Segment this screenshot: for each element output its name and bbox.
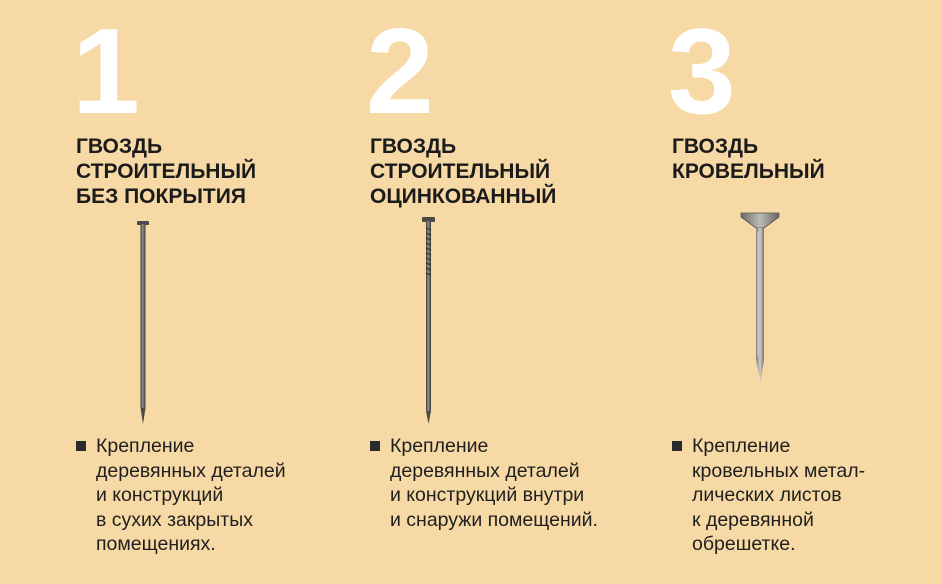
card-number: 3 [668,3,736,139]
plain-nail-icon [137,221,149,424]
heading-line: СТРОИТЕЛЬНЫЙ [76,160,257,183]
heading-line: ОЦИНКОВАННЫЙ [370,185,557,208]
heading-line: ГВОЗДЬ [76,135,163,158]
description-line: к деревянной [692,508,814,531]
nail-card-roofing: 3 ГВОЗДЬ КРОВЕЛЬНЫЙ Крепление [668,0,937,584]
description-line: лических листов [692,484,842,506]
bullet-icon [672,441,682,451]
roofing-nail-icon [740,212,780,382]
nail-card-galvanized: 2 ГВОЗДЬ СТРОИТЕЛЬНЫЙ ОЦИНКОВАННЫЙ [366,0,660,584]
card-heading: ГВОЗДЬ СТРОИТЕЛЬНЫЙ БЕЗ ПОКРЫТИЯ [76,134,256,209]
description-line: обрешетке. [692,533,796,555]
heading-line: СТРОИТЕЛЬНЫЙ [370,160,551,183]
description-line: и конструкций [96,484,224,506]
heading-line: БЕЗ ПОКРЫТИЯ [76,185,246,208]
description-line: Крепление [96,435,195,457]
nail-card-plain: 1 ГВОЗДЬ СТРОИТЕЛЬНЫЙ БЕЗ ПОКРЫТИЯ Крепл… [72,0,346,584]
heading-line: ГВОЗДЬ [370,135,457,158]
description-line: Крепление [692,435,791,457]
bullet-icon [76,441,86,451]
card-heading: ГВОЗДЬ СТРОИТЕЛЬНЫЙ ОЦИНКОВАННЫЙ [370,134,556,209]
bullet-icon [370,441,380,451]
description-line: деревянных деталей [96,459,286,482]
description-line: помещениях. [96,533,216,555]
card-number: 2 [366,3,434,139]
galvanized-nail-icon [422,217,435,424]
card-number: 1 [72,3,140,139]
description-line: кровельных метал- [692,459,866,482]
description-line: Крепление [390,435,489,457]
heading-line: ГВОЗДЬ [672,135,759,158]
description-line: в сухих закрытых [96,508,253,531]
description-line: деревянных деталей [390,459,580,482]
description-line: и снаружи помещений. [390,508,598,531]
description-line: и конструкций внутри [390,484,585,506]
heading-line: КРОВЕЛЬНЫЙ [672,160,825,183]
card-heading: ГВОЗДЬ КРОВЕЛЬНЫЙ [672,134,825,184]
